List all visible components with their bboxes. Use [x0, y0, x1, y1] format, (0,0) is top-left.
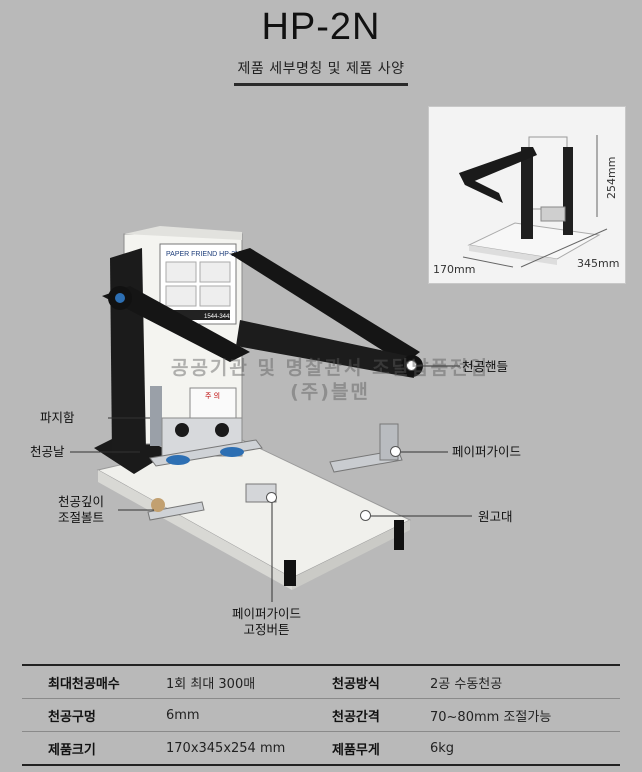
subtitle-text: 제품 세부명칭 및 제품 사양: [233, 58, 409, 86]
spec-key: 최대천공매수: [22, 665, 166, 699]
inset-handle-arm: [459, 147, 537, 185]
inset-punch: [540, 206, 566, 222]
depth-bolt: [151, 498, 165, 512]
product-title: HP-2N: [261, 6, 381, 48]
spec-key: 천공방식: [332, 665, 430, 699]
marker-base: [361, 511, 370, 520]
spec-value: 6mm: [166, 698, 332, 732]
marker-guide: [391, 447, 400, 456]
base-foot-right: [394, 520, 404, 550]
sticker-phone: 1544-3443: [204, 314, 233, 320]
base-plate-front: [98, 470, 292, 590]
spec-key: 제품무게: [332, 742, 380, 758]
label-depth-bolt: 천공깊이 조절볼트: [58, 494, 105, 525]
base-plate-side: [292, 520, 410, 590]
dimension-drawing: [459, 135, 608, 268]
blade-blue-right: [220, 447, 244, 457]
spec-key: 천공구멍: [22, 698, 166, 732]
depth-bolt-rail: [147, 501, 205, 521]
spec-value: 170x345x254 mm: [166, 740, 286, 756]
watermark-line-1: 공공기관 및 명찰관서 조달납품전업: [170, 357, 490, 379]
label-paper-guide: 페이퍼가이드: [452, 444, 522, 459]
dim-line-width: [520, 228, 608, 268]
chip-box: [150, 386, 162, 446]
handle-arm-right: [230, 248, 420, 364]
spec-value: 2공 수동천공: [430, 665, 620, 699]
sticker-phone-strip: [166, 310, 230, 320]
sticker-diagram-1: [165, 261, 197, 283]
marker-guide-button: [267, 493, 276, 502]
punch-spring-right: [215, 423, 229, 437]
watermark: 공공기관 및 명찰관서 조달납품전업 (주)블맨: [120, 356, 540, 404]
dim-width: 345mm: [577, 257, 620, 270]
punch-spring-left: [175, 423, 189, 437]
label-chip-box: 파지함: [40, 410, 75, 425]
spec-row: 최대천공매수 1회 최대 300매 천공방식 2공 수동천공: [22, 665, 620, 699]
spec-table: 최대천공매수 1회 최대 300매 천공방식 2공 수동천공 천공구멍 6mm …: [22, 664, 620, 766]
spec-value: 1회 최대 300매: [166, 665, 332, 699]
spec-row: 제품크기 170x345x254 mm 제품무게 6kg: [22, 732, 620, 766]
product-illustration: PAPER FRIEND HP-2N 1544-3443 주 의: [70, 226, 472, 602]
label-guide-button: 페이퍼가이드 고정버튼: [232, 606, 302, 637]
label-base: 원고대: [478, 509, 513, 524]
warning-plate: [189, 387, 237, 423]
sticker-diagram-3: [165, 285, 197, 307]
spec-key: 제품크기: [48, 742, 96, 758]
handle-pivot-cap: [115, 293, 125, 303]
sticker-diagram-2: [199, 261, 231, 283]
watermark-line-2: (주)블맨: [290, 381, 370, 403]
label-punch-blade: 천공날: [30, 444, 65, 459]
spec-value: 70~80mm 조절가능: [430, 698, 620, 732]
inset-handle-bar: [459, 173, 503, 203]
spec-row: 천공구멍 6mm 천공간격 70~80mm 조절가능: [22, 698, 620, 732]
frame-side: [110, 248, 146, 456]
inset-frame-left: [521, 147, 533, 239]
warning-title: 주 의: [205, 391, 220, 400]
dim-line-depth: [462, 256, 514, 268]
dim-depth: 170mm: [433, 263, 476, 276]
base-foot: [284, 560, 296, 586]
spec-key: 천공간격: [332, 698, 430, 732]
handle-arm-left: [102, 286, 250, 362]
handle-bar: [236, 320, 414, 378]
brand-text: PAPER FRIEND HP-2N: [166, 251, 240, 258]
dimension-inset: 254mm 170mm 345mm: [428, 106, 626, 284]
blade-blue-left: [166, 455, 190, 465]
sticker-diagram-4: [199, 285, 231, 307]
marker-handle: [407, 361, 416, 370]
inset-frame-right: [563, 147, 573, 235]
machine-top: [124, 226, 242, 240]
page-subtitle: 제품 세부명칭 및 제품 사양: [0, 58, 642, 86]
inset-base-edge: [469, 245, 557, 265]
label-handle: 천공핸들: [462, 359, 509, 374]
spec-value: 6kg: [430, 740, 455, 756]
